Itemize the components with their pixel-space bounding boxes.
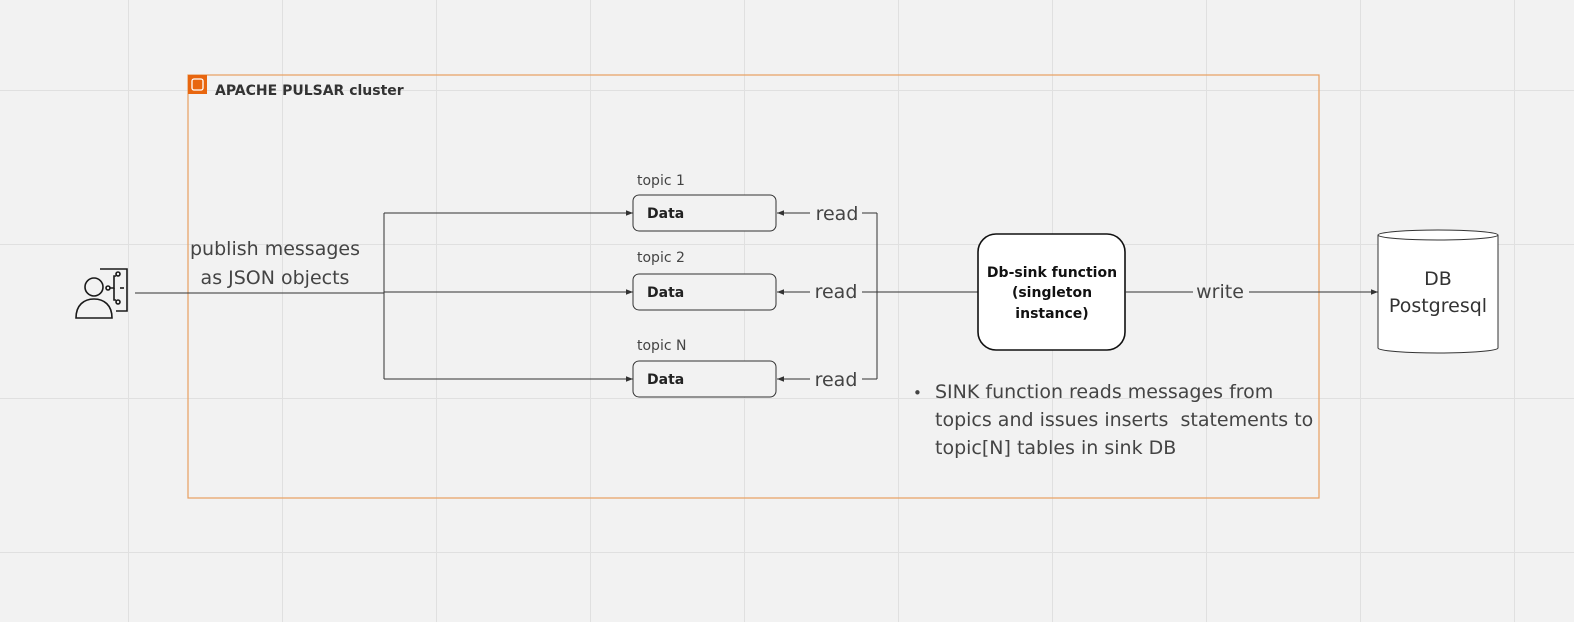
publish-label-line1: publish messages <box>190 238 360 260</box>
cluster-border <box>187 74 1320 499</box>
pulsar-cluster[interactable]: APACHE PULSAR cluster <box>187 74 1320 499</box>
topic-1-data-label: Data <box>647 206 684 222</box>
note-bullet: • <box>913 384 922 402</box>
pulsar-chip-icon <box>188 75 207 94</box>
read-label-topic-n: read <box>815 369 858 391</box>
publish-label-line2: as JSON objects <box>201 267 350 289</box>
database-label-line2: Postgresql <box>1389 295 1487 317</box>
read-connector[interactable] <box>777 210 978 382</box>
sink-function-line2: (singleton <box>1012 285 1092 301</box>
database-cylinder[interactable] <box>1377 229 1499 354</box>
topic-n-data-box[interactable] <box>632 360 777 398</box>
note-line3: topic[N] tables in sink DB <box>935 437 1176 459</box>
read-label-topic-2: read <box>815 281 858 303</box>
note-line2: topics and issues inserts statements to <box>935 409 1313 431</box>
publish-connector[interactable] <box>135 210 633 382</box>
topic-1-title: topic 1 <box>637 173 685 189</box>
cluster-title: APACHE PULSAR cluster <box>215 83 404 99</box>
database-label-line1: DB <box>1424 268 1452 290</box>
topic-2-title: topic 2 <box>637 250 685 266</box>
topic-2-data-box[interactable] <box>632 273 777 311</box>
topic-2-data-label: Data <box>647 285 684 301</box>
user-network-icon[interactable] <box>75 268 128 319</box>
note-line1: SINK function reads messages from <box>935 381 1273 403</box>
sink-function-line3: instance) <box>1015 306 1088 322</box>
sink-function-line1: Db-sink function <box>987 265 1117 281</box>
read-label-topic-1: read <box>816 203 859 225</box>
topic-1-data-box[interactable] <box>632 194 777 232</box>
topic-n-data-label: Data <box>647 372 684 388</box>
sink-note: • SINK function reads messages from topi… <box>913 381 1313 459</box>
topic-n-title: topic N <box>637 338 686 354</box>
write-label: write <box>1196 281 1244 303</box>
